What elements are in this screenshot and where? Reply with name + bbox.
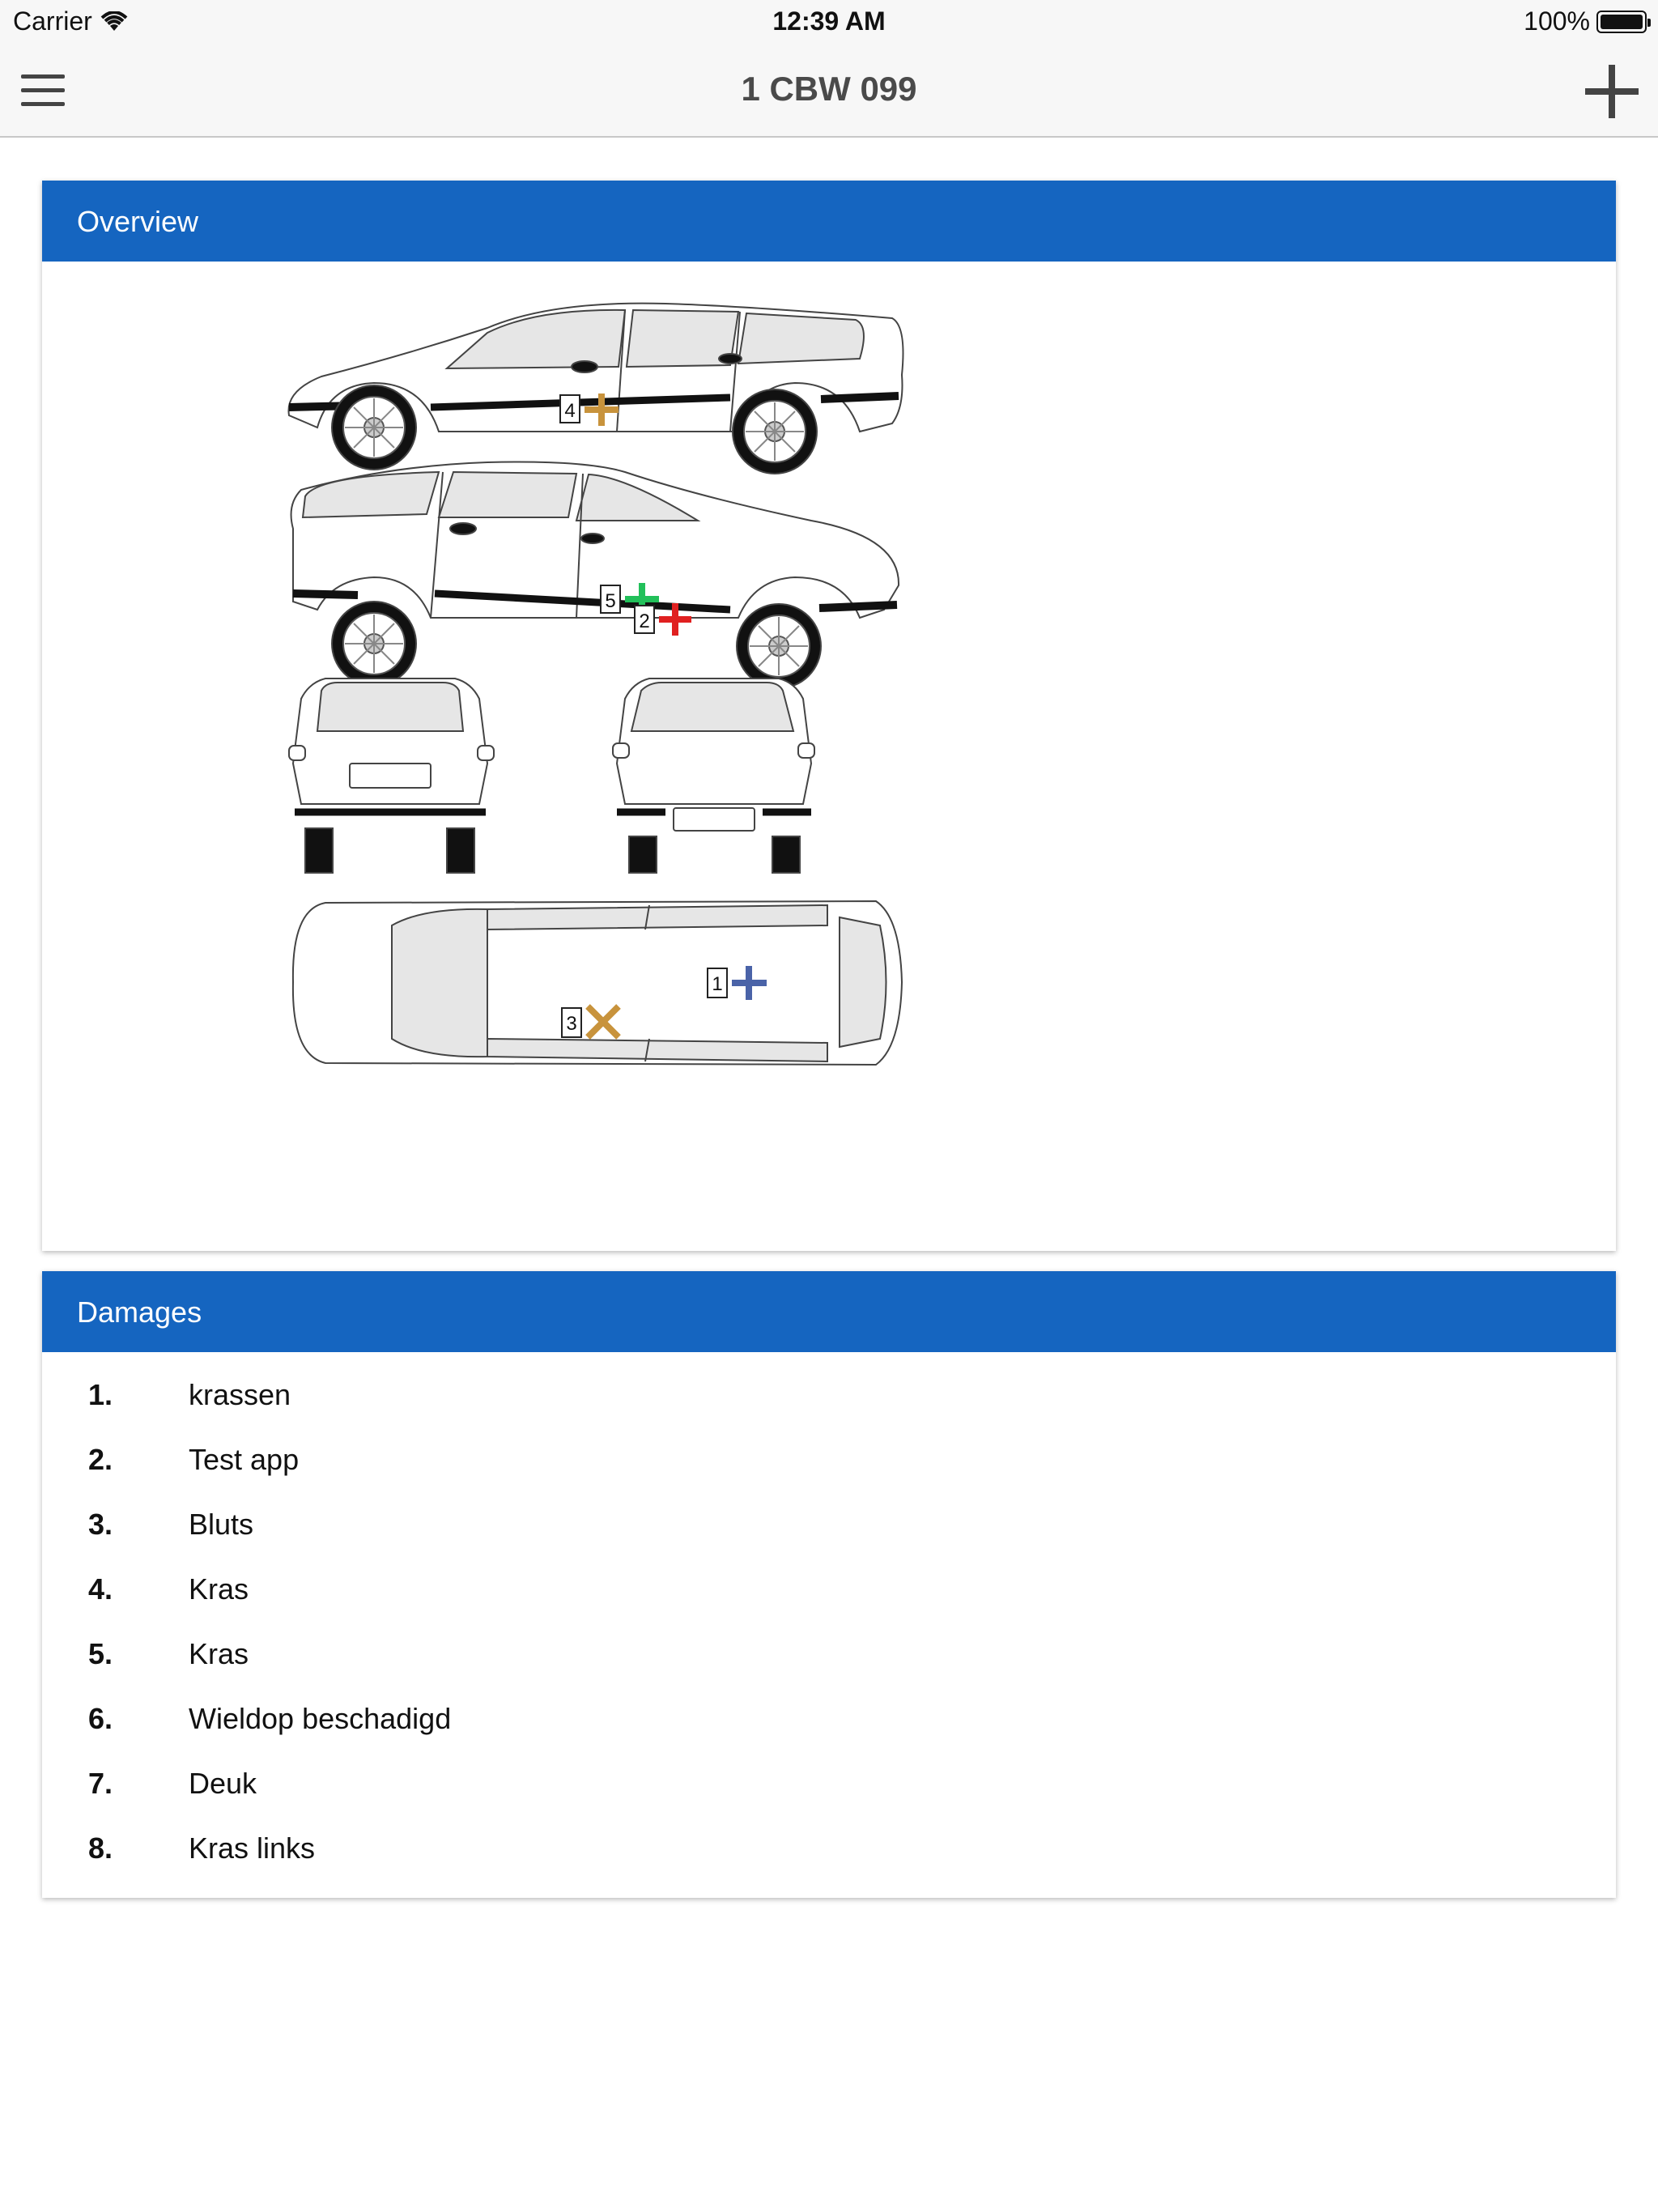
damages-header: Damages <box>42 1271 1616 1352</box>
plus-icon[interactable] <box>1585 65 1639 118</box>
car-top-view <box>291 900 903 1066</box>
navigation-bar: 1 CBW 099 <box>0 45 1658 138</box>
damage-list-item[interactable]: 8. Kras links <box>42 1820 1616 1885</box>
battery-percent: 100% <box>1524 6 1590 36</box>
damage-number: 7. <box>88 1767 113 1800</box>
status-bar: Carrier 12:39 AM 100% <box>0 0 1658 45</box>
damage-description: Wieldop beschadigd <box>189 1702 452 1735</box>
carrier-indicator: Carrier <box>13 6 128 36</box>
damage-number: 2. <box>88 1443 113 1476</box>
car-damage-diagram[interactable]: 4 5 2 1 3 <box>244 278 916 1233</box>
damage-number: 5. <box>88 1637 113 1670</box>
car-rear-view <box>288 678 495 874</box>
damage-description: Kras <box>189 1637 249 1670</box>
damage-marker-5[interactable]: 5 <box>600 583 659 615</box>
damage-marker-1[interactable]: 1 <box>707 966 767 1000</box>
damage-number: 6. <box>88 1702 113 1735</box>
damage-description: Test app <box>189 1443 300 1476</box>
damage-description: Deuk <box>189 1767 257 1800</box>
damage-number: 8. <box>88 1831 113 1865</box>
car-side-view-left <box>287 302 904 474</box>
damage-description: krassen <box>189 1378 291 1411</box>
clock: 12:39 AM <box>772 6 886 36</box>
damage-number: 4. <box>88 1572 113 1606</box>
svg-text:2: 2 <box>639 610 649 632</box>
damage-description: Bluts <box>189 1508 254 1541</box>
carrier-label: Carrier <box>13 6 92 36</box>
damages-card: Damages 1. krassen 2. Test app 3. Bluts … <box>42 1271 1616 1898</box>
svg-text:4: 4 <box>564 400 575 422</box>
damage-marker-3[interactable]: 3 <box>561 1004 621 1040</box>
damage-list-item[interactable]: 6. Wieldop beschadigd <box>42 1691 1616 1755</box>
damage-number: 3. <box>88 1508 113 1541</box>
damage-description: Kras <box>189 1572 249 1606</box>
damage-list-item[interactable]: 5. Kras <box>42 1626 1616 1691</box>
page-title: 1 CBW 099 <box>741 70 917 108</box>
damage-list-item[interactable]: 1. krassen <box>42 1367 1616 1431</box>
svg-text:3: 3 <box>566 1013 576 1035</box>
hamburger-menu-icon[interactable] <box>21 74 65 110</box>
overview-card: Overview <box>42 181 1616 1251</box>
damage-number: 1. <box>88 1378 113 1411</box>
svg-text:5: 5 <box>605 590 615 612</box>
wifi-icon <box>100 11 128 31</box>
damage-list-item[interactable]: 3. Bluts <box>42 1496 1616 1561</box>
damage-list-item[interactable]: 2. Test app <box>42 1431 1616 1496</box>
car-side-view-right <box>290 461 900 689</box>
overview-header: Overview <box>42 181 1616 262</box>
battery-indicator: 100% <box>1524 6 1651 36</box>
battery-icon <box>1596 10 1651 33</box>
svg-text:1: 1 <box>712 973 722 995</box>
damage-list: 1. krassen 2. Test app 3. Bluts 4. Kras … <box>42 1352 1616 1885</box>
damage-list-item[interactable]: 7. Deuk <box>42 1755 1616 1820</box>
damage-list-item[interactable]: 4. Kras <box>42 1561 1616 1626</box>
car-front-view <box>612 678 815 874</box>
damage-description: Kras links <box>189 1831 316 1865</box>
damage-marker-2[interactable]: 2 <box>634 603 691 636</box>
damage-marker-4[interactable]: 4 <box>559 393 619 426</box>
